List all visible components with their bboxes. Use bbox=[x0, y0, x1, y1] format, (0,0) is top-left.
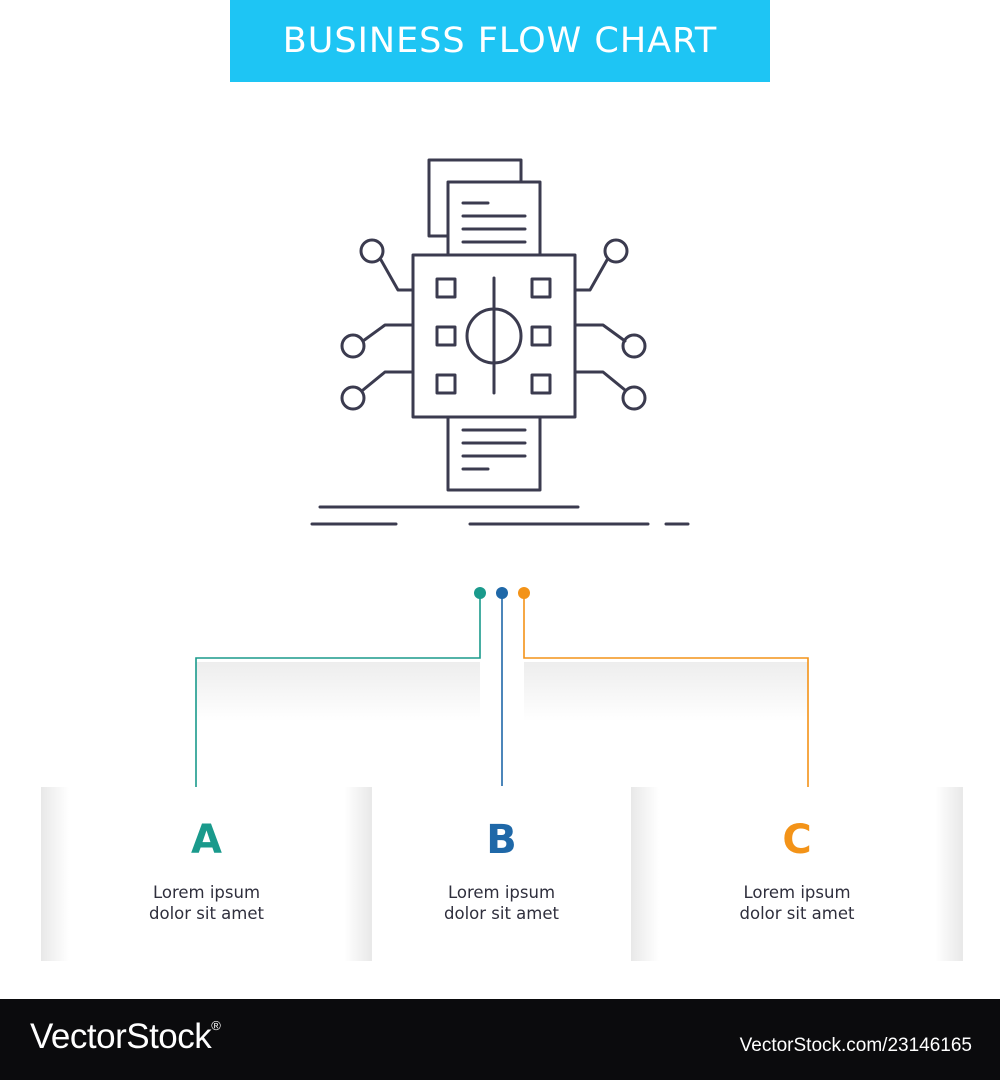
analysis-process-icon bbox=[310, 158, 690, 526]
option-text-c-line1: Lorem ipsum bbox=[743, 883, 851, 902]
connector-c bbox=[523, 593, 809, 798]
option-letter-a: A bbox=[191, 817, 222, 863]
option-card-a: A Lorem ipsum dolor sit amet bbox=[41, 787, 372, 961]
registered-mark: ® bbox=[211, 1018, 221, 1033]
option-letter-c: C bbox=[782, 817, 812, 863]
connector-a bbox=[195, 593, 481, 798]
option-text-b-line2: dolor sit amet bbox=[444, 904, 559, 923]
footer-bar: VectorStock® VectorStock.com/23146165 bbox=[0, 999, 1000, 1080]
option-letter-b: B bbox=[486, 817, 517, 863]
logo-text: VectorStock bbox=[30, 1017, 212, 1056]
option-card-c: C Lorem ipsum dolor sit amet bbox=[631, 787, 963, 961]
connector-dot-a bbox=[474, 587, 486, 599]
option-text-c-line2: dolor sit amet bbox=[739, 904, 855, 923]
option-text-a-line2: dolor sit amet bbox=[149, 904, 264, 923]
vectorstock-logo: VectorStock® bbox=[30, 1017, 221, 1057]
connector-dot-b bbox=[496, 587, 508, 599]
option-card-b: B Lorem ipsum dolor sit amet bbox=[372, 787, 631, 961]
option-text-a-line1: Lorem ipsum bbox=[152, 883, 261, 902]
title-banner: BUSINESS FLOW CHART bbox=[230, 0, 770, 82]
image-id: VectorStock.com/23146165 bbox=[739, 1035, 972, 1056]
connector-shadow-right bbox=[524, 662, 808, 722]
flow-connectors bbox=[195, 587, 809, 798]
connector-shadow-left bbox=[196, 662, 480, 722]
option-text-b-line1: Lorem ipsum bbox=[447, 883, 556, 902]
connector-dot-c bbox=[518, 587, 530, 599]
page-title: BUSINESS FLOW CHART bbox=[282, 21, 718, 61]
